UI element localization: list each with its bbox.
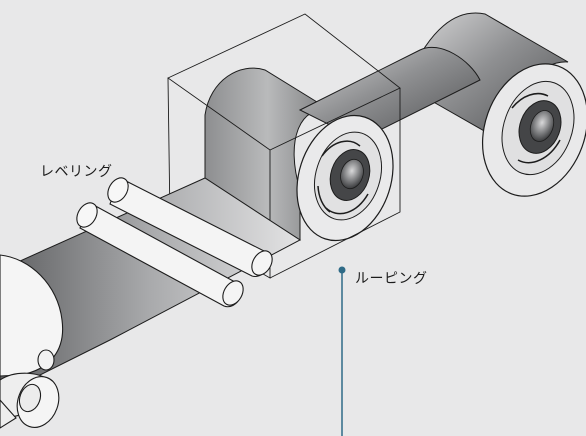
leveling-rollers (76, 177, 273, 308)
looping-label: ルーピング (355, 271, 428, 287)
leveling-label: レベリング (40, 164, 113, 180)
looping-coil (204, 46, 481, 242)
looping-callout (338, 266, 346, 436)
supply-coil (407, 12, 586, 197)
front-machine (0, 254, 64, 429)
